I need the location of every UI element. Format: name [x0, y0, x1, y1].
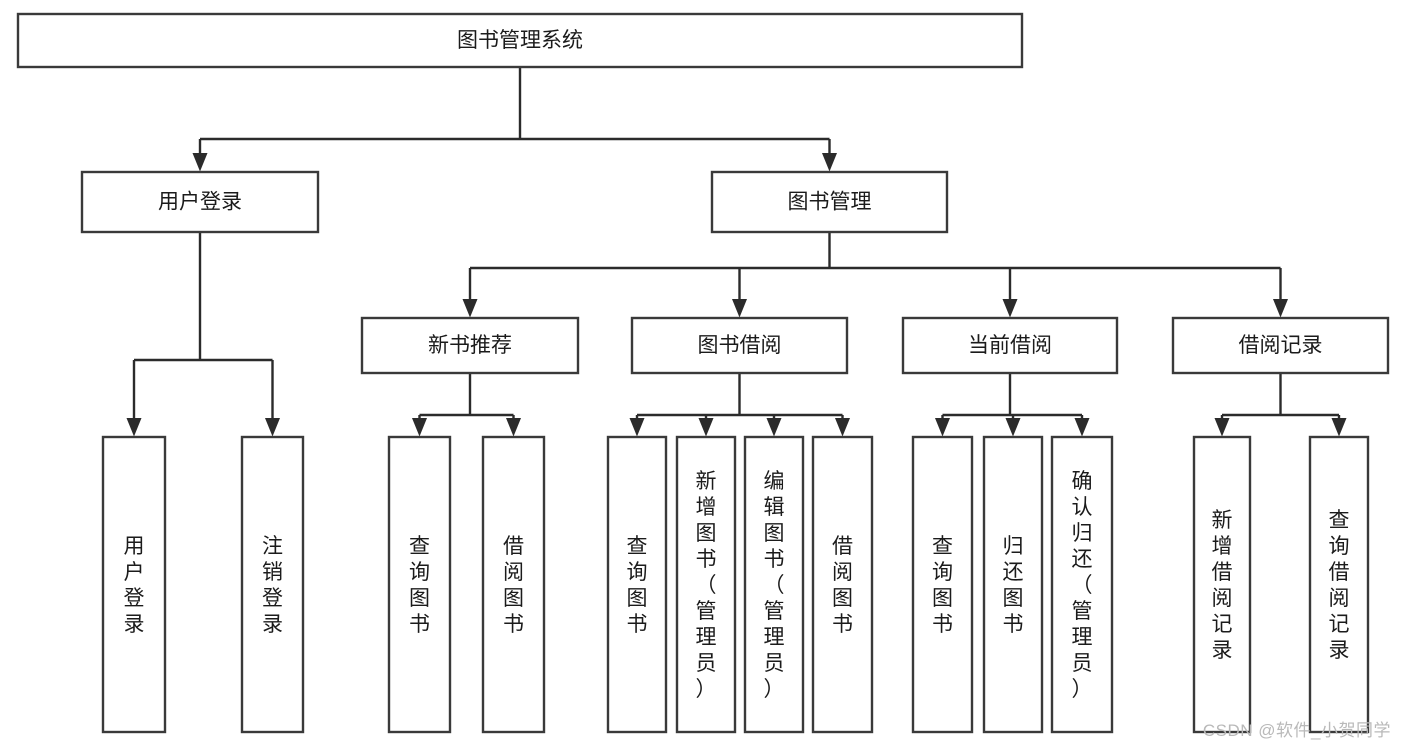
- node-box: [982, 435, 1044, 734]
- node-layer: 图书管理系统用户登录图书管理新书推荐图书借阅当前借阅借阅记录用户登录注销登录查询…: [16, 12, 1390, 734]
- node-box: [387, 435, 452, 734]
- node-label: 图书管理系统: [457, 29, 583, 52]
- node-box: [811, 435, 874, 734]
- node-box: [101, 435, 167, 734]
- node-box: [481, 435, 546, 734]
- node-l3-records[interactable]: 借阅记录: [1171, 316, 1390, 375]
- node-label: 当前借阅: [968, 334, 1052, 357]
- node-leaf-edit-book[interactable]: 编辑图书（管理员）: [743, 435, 805, 734]
- node-box: [240, 435, 305, 734]
- node-box: [743, 435, 805, 734]
- node-leaf-add-book[interactable]: 新增图书（管理员）: [675, 435, 737, 734]
- node-box: [1308, 435, 1370, 734]
- connector-layer: [126, 67, 1347, 437]
- node-leaf-logout[interactable]: 注销登录: [240, 435, 305, 734]
- node-label: 图书借阅: [698, 334, 782, 357]
- node-leaf-confirm-return[interactable]: 确认归还（管理员）: [1050, 435, 1114, 734]
- node-label: 归还图书: [1003, 535, 1024, 636]
- node-label: 确认归还（管理员）: [1072, 470, 1093, 701]
- node-label: 图书管理: [788, 191, 872, 214]
- node-label: 新书推荐: [428, 334, 512, 357]
- node-box: [16, 12, 1024, 69]
- node-label: 注销登录: [262, 535, 283, 636]
- node-leaf-borrow-book-new[interactable]: 借阅图书: [481, 435, 546, 734]
- node-label: 查询图书: [409, 535, 430, 636]
- node-leaf-query-book-new[interactable]: 查询图书: [387, 435, 452, 734]
- node-label: 编辑图书（管理员）: [764, 470, 785, 701]
- node-label: 新增图书（管理员）: [696, 470, 717, 701]
- node-box: [1171, 316, 1390, 375]
- node-leaf-query-book[interactable]: 查询图书: [606, 435, 668, 734]
- node-label: 用户登录: [158, 191, 242, 214]
- node-box: [630, 316, 849, 375]
- node-label: 借阅图书: [503, 535, 524, 636]
- node-label: 查询图书: [627, 535, 648, 636]
- node-leaf-return-book[interactable]: 归还图书: [982, 435, 1044, 734]
- node-label: 新增借阅记录: [1212, 509, 1233, 662]
- node-label: 查询图书: [932, 535, 953, 636]
- node-leaf-query-record[interactable]: 查询借阅记录: [1308, 435, 1370, 734]
- node-leaf-add-record[interactable]: 新增借阅记录: [1192, 435, 1252, 734]
- node-label: 借阅图书: [832, 535, 853, 636]
- node-box: [901, 316, 1119, 375]
- node-l3-new-book[interactable]: 新书推荐: [360, 316, 580, 375]
- node-box: [1050, 435, 1114, 734]
- node-l3-borrow[interactable]: 图书借阅: [630, 316, 849, 375]
- node-label: 查询借阅记录: [1329, 509, 1350, 662]
- node-label: 用户登录: [124, 535, 145, 636]
- node-box: [80, 170, 320, 234]
- node-box: [675, 435, 737, 734]
- node-label: 借阅记录: [1239, 334, 1323, 357]
- node-leaf-borrow-book[interactable]: 借阅图书: [811, 435, 874, 734]
- node-leaf-query-book-cur[interactable]: 查询图书: [911, 435, 974, 734]
- node-box: [911, 435, 974, 734]
- node-box: [360, 316, 580, 375]
- node-box: [1192, 435, 1252, 734]
- node-box: [710, 170, 949, 234]
- node-l2-book-manage[interactable]: 图书管理: [710, 170, 949, 234]
- node-box: [606, 435, 668, 734]
- node-l3-current[interactable]: 当前借阅: [901, 316, 1119, 375]
- node-leaf-user-login[interactable]: 用户登录: [101, 435, 167, 734]
- node-l2-user-login[interactable]: 用户登录: [80, 170, 320, 234]
- node-root[interactable]: 图书管理系统: [16, 12, 1024, 69]
